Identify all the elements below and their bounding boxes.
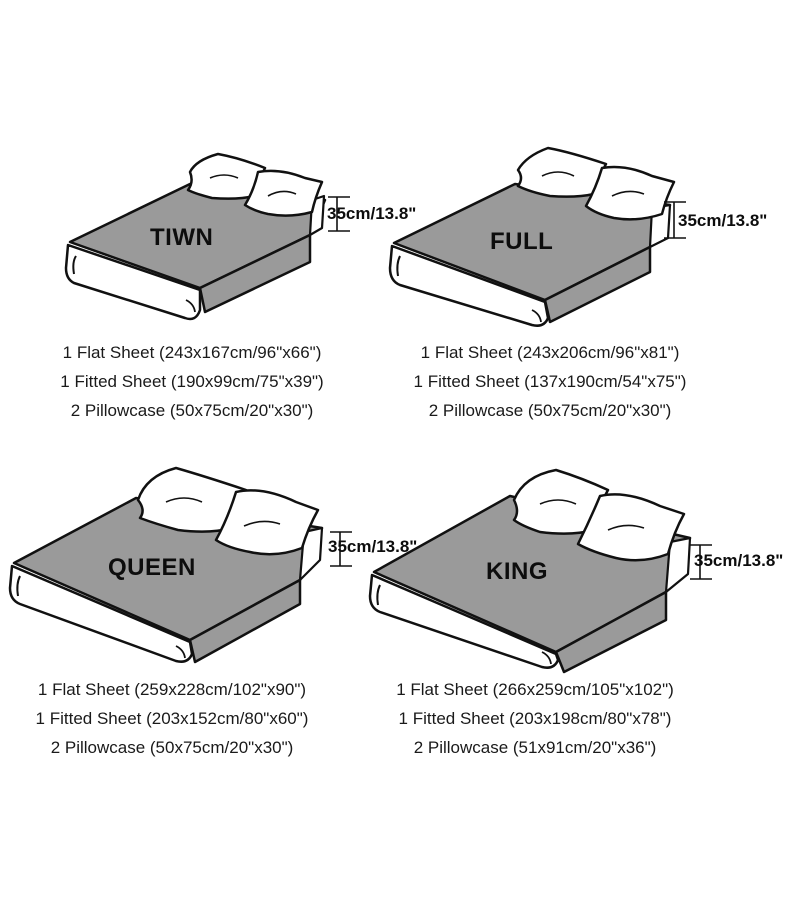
flat-sheet-spec: 1 Flat Sheet (243x167cm/96"x66")	[62, 343, 322, 362]
full-bed-illustration	[388, 146, 686, 327]
mattress-front	[8, 564, 194, 663]
fitted-sheet-spec: 1 Fitted Sheet (190x99cm/75"x39")	[60, 372, 324, 391]
sheet-overhang	[554, 590, 668, 674]
height-label: 35cm/13.8"	[328, 537, 418, 556]
height-dimension-marker	[328, 196, 350, 232]
pillowcase-spec: 2 Pillowcase (50x75cm/20"x30")	[428, 401, 672, 420]
height-label: 35cm/13.8"	[694, 551, 784, 570]
bed-panel-queen: QUEEN 35cm/13.8" 1 Flat Sheet (259x228cm…	[0, 440, 417, 900]
size-label: TIWN	[150, 224, 214, 251]
height-dimension-marker	[690, 544, 712, 580]
flat-sheet-spec: 1 Flat Sheet (266x259cm/105"x102")	[396, 680, 674, 699]
pillow-right	[214, 489, 320, 556]
sheet-overhang	[198, 233, 312, 314]
bed-panel-king: KING 35cm/13.8" 1 Flat Sheet (266x259cm/…	[360, 440, 800, 900]
size-label: KING	[486, 558, 548, 585]
bed-panel-full: FULL 35cm/13.8" 1 Flat Sheet (243x206cm/…	[380, 0, 800, 440]
spec-list: 1 Flat Sheet (266x259cm/105"x102") 1 Fit…	[360, 675, 710, 762]
king-bed-illustration	[368, 468, 712, 674]
spec-list: 1 Flat Sheet (259x228cm/102"x90") 1 Fitt…	[0, 675, 344, 762]
fitted-sheet-spec: 1 Fitted Sheet (203x152cm/80"x60")	[35, 709, 309, 728]
mattress-front	[64, 243, 202, 321]
height-dimension-marker	[664, 201, 686, 239]
pillowcase-spec: 2 Pillowcase (50x75cm/20"x30")	[70, 401, 314, 420]
twin-bed-illustration	[64, 152, 350, 321]
spec-list: 1 Flat Sheet (243x167cm/96"x66") 1 Fitte…	[0, 338, 384, 425]
pillow-right	[576, 493, 686, 562]
sheet-overhang	[188, 578, 302, 664]
pillowcase-spec: 2 Pillowcase (51x91cm/20"x36")	[413, 738, 657, 757]
height-label: 35cm/13.8"	[327, 204, 417, 223]
pillow-right	[584, 165, 676, 221]
mattress-front	[388, 244, 550, 327]
pillow-right	[243, 169, 324, 217]
spec-list: 1 Flat Sheet (243x206cm/96"x81") 1 Fitte…	[380, 338, 720, 425]
fitted-sheet-spec: 1 Fitted Sheet (137x190cm/54"x75")	[413, 372, 687, 391]
size-label: QUEEN	[108, 554, 196, 581]
height-dimension-marker	[330, 531, 352, 567]
flat-sheet-spec: 1 Flat Sheet (243x206cm/96"x81")	[420, 343, 680, 362]
queen-bed-illustration	[8, 466, 352, 664]
height-label: 35cm/13.8"	[678, 211, 768, 230]
mattress-front	[368, 573, 560, 669]
bed-panel-twin: TIWN 35cm/13.8" 1 Flat Sheet (243x167cm/…	[0, 0, 416, 440]
pillowcase-spec: 2 Pillowcase (50x75cm/20"x30")	[50, 738, 294, 757]
fitted-sheet-spec: 1 Fitted Sheet (203x198cm/80"x78")	[398, 709, 672, 728]
flat-sheet-spec: 1 Flat Sheet (259x228cm/102"x90")	[37, 680, 307, 699]
size-label: FULL	[490, 228, 554, 255]
